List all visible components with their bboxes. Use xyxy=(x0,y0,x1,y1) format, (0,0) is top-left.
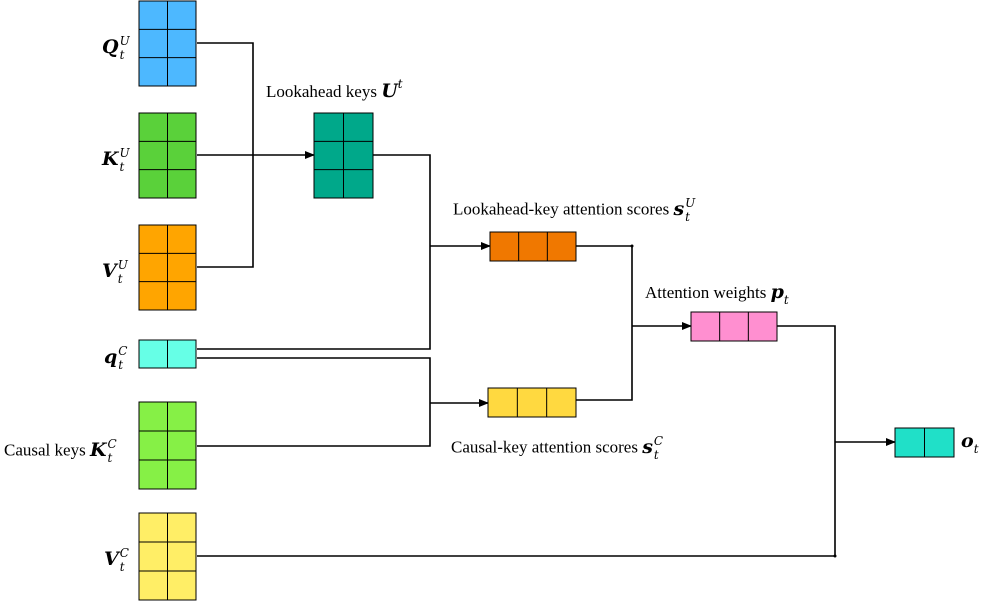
block-k-c xyxy=(138,401,197,490)
junction-dot-1 xyxy=(833,554,837,558)
line-s-u-out xyxy=(576,245,633,401)
label-u-t-prefix: Lookahead keys xyxy=(266,82,377,101)
label-o-t: ot xyxy=(961,430,979,456)
line-q-u xyxy=(197,42,254,155)
tensor-blocks xyxy=(138,0,955,601)
line-v-u xyxy=(197,155,254,268)
block-p-t xyxy=(690,311,778,342)
junction-dot-0 xyxy=(630,244,634,248)
block-s-c xyxy=(487,387,577,418)
line-u-t-out xyxy=(197,154,431,350)
block-v-c xyxy=(138,512,197,601)
label-s-u-prefix: Lookahead-key attention scores xyxy=(453,199,670,219)
connector-lines xyxy=(197,42,896,558)
label-u-t: Lookahead keys Ut xyxy=(266,77,403,102)
line-p-t-out xyxy=(197,325,836,557)
block-q-c xyxy=(138,339,197,369)
block-o-t xyxy=(894,427,955,458)
label-p-t: Attention weights pt xyxy=(645,281,789,307)
block-k-u xyxy=(138,112,197,199)
block-u-t xyxy=(313,112,374,199)
label-s-c-prefix: Causal-key attention scores xyxy=(451,437,638,457)
label-k-c-prefix: Causal keys xyxy=(4,440,86,460)
block-v-u xyxy=(138,224,197,311)
block-q-u xyxy=(138,0,197,87)
line-q-c-lower xyxy=(197,357,431,447)
block-s-u xyxy=(489,231,577,262)
label-p-t-prefix: Attention weights xyxy=(645,283,767,302)
